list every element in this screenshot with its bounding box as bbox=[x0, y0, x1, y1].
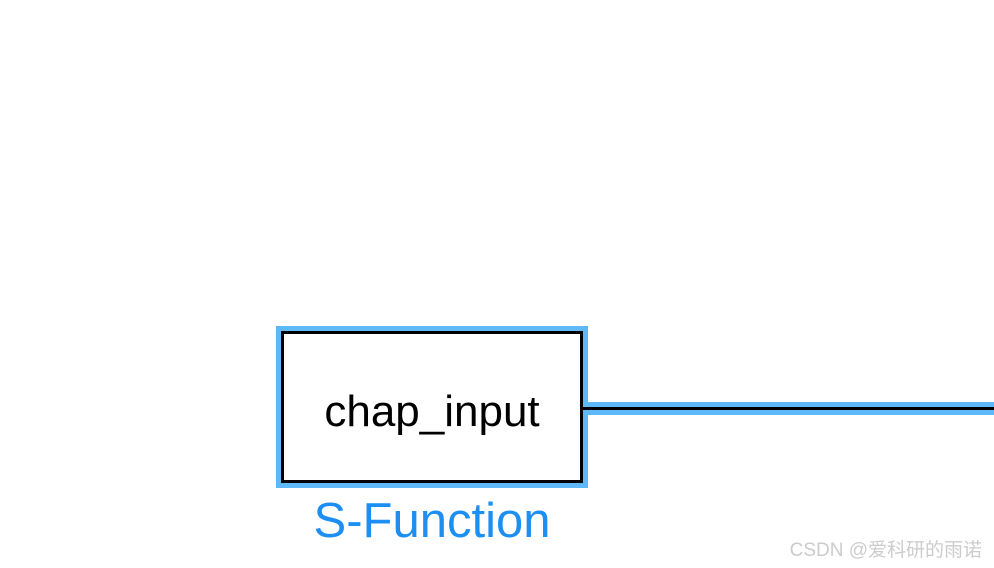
block-label[interactable]: S-Function bbox=[313, 494, 551, 548]
output-signal-line[interactable] bbox=[582, 407, 994, 410]
s-function-block[interactable]: chap_input bbox=[276, 326, 588, 488]
block-name: chap_input bbox=[324, 387, 540, 436]
block-body: chap_input bbox=[281, 331, 583, 483]
watermark: CSDN @爱科研的雨诺 bbox=[789, 540, 982, 561]
